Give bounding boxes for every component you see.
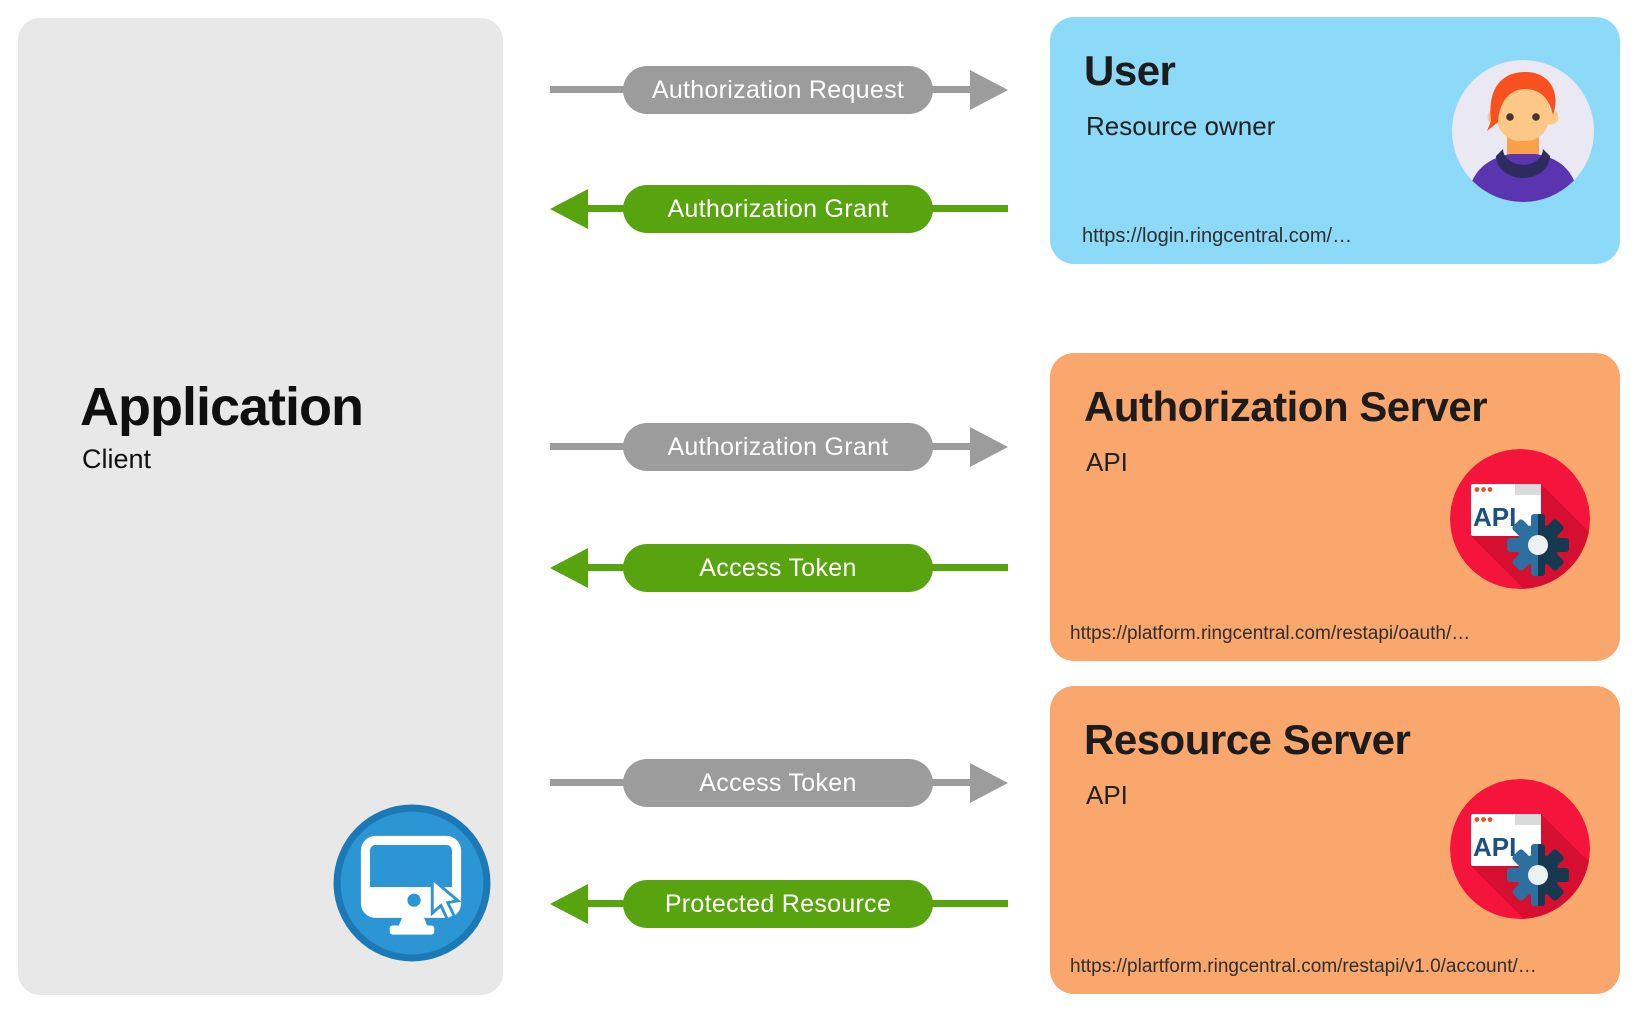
- arrow-right-icon: [970, 427, 1008, 467]
- computer-cursor-icon: [333, 804, 491, 962]
- flow-arrow-authorization-grant-back: Authorization Grant: [550, 185, 1008, 233]
- svg-text:API: API: [1473, 832, 1516, 862]
- flow-arrow-authorization-request: Authorization Request: [550, 66, 1008, 114]
- svg-text:API: API: [1473, 502, 1516, 532]
- arrow-right-icon: [970, 763, 1008, 803]
- flow-label-pill: Access Token: [623, 544, 933, 592]
- authorization-server-title: Authorization Server: [1084, 383, 1488, 430]
- resource-server-title: Resource Server: [1084, 716, 1411, 763]
- application-title: Application: [80, 377, 364, 437]
- flow-label-pill: Authorization Grant: [623, 423, 933, 471]
- api-gear-icon: API: [1450, 779, 1590, 919]
- api-gear-icon: API: [1450, 449, 1590, 589]
- flow-arrow-authorization-grant: Authorization Grant: [550, 423, 1008, 471]
- flow-label-pill: Protected Resource: [623, 880, 933, 928]
- arrow-left-icon: [550, 548, 588, 588]
- resource-server-subtitle: API: [1086, 780, 1128, 810]
- arrow-left-icon: [550, 189, 588, 229]
- flow-label-pill: Access Token: [623, 759, 933, 807]
- flow-arrow-protected-resource: Protected Resource: [550, 880, 1008, 928]
- application-subtitle: Client: [82, 444, 152, 474]
- authorization-server-subtitle: API: [1086, 447, 1128, 477]
- application-box: Application Client: [18, 18, 503, 995]
- authorization-server-box: Authorization Server API: [1050, 353, 1620, 661]
- flow-label-pill: Authorization Request: [623, 66, 933, 114]
- user-box: User Resource owner https://login.ringce…: [1050, 17, 1620, 264]
- flow-arrow-access-token: Access Token: [550, 759, 1008, 807]
- resource-server-url: https://plartform.ringcentral.com/restap…: [1070, 956, 1537, 977]
- authorization-server-url: https://platform.ringcentral.com/restapi…: [1070, 623, 1471, 644]
- arrow-right-icon: [970, 70, 1008, 110]
- flow-arrow-access-token-back: Access Token: [550, 544, 1008, 592]
- resource-server-box: Resource Server API: [1050, 686, 1620, 994]
- user-title: User: [1084, 47, 1176, 94]
- user-subtitle: Resource owner: [1086, 111, 1276, 141]
- arrow-left-icon: [550, 884, 588, 924]
- user-avatar-icon: [1452, 60, 1594, 202]
- flow-label-pill: Authorization Grant: [623, 185, 933, 233]
- user-url: https://login.ringcentral.com/…: [1082, 225, 1353, 247]
